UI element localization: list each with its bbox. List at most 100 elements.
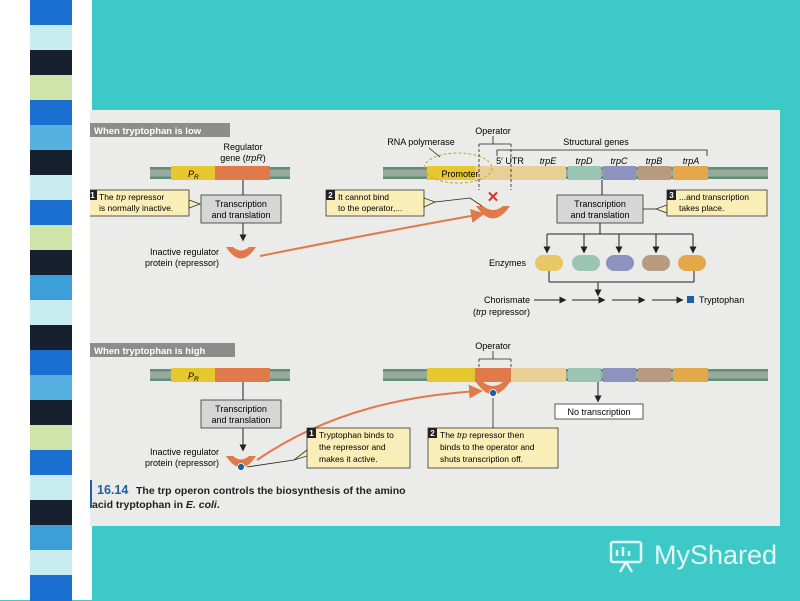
low-trpa-gene bbox=[673, 166, 708, 180]
high-pr-label: PR bbox=[188, 371, 199, 383]
utr-label: 5′ UTR bbox=[496, 156, 524, 166]
svg-text:Transcription: Transcription bbox=[215, 404, 267, 414]
low-inactive-line1: Inactive regulator bbox=[150, 247, 219, 257]
enzyme-trpc bbox=[606, 255, 634, 271]
svg-text:Transcription: Transcription bbox=[574, 199, 626, 209]
stripe-block bbox=[30, 175, 72, 201]
low-operator-label: Operator bbox=[475, 126, 511, 136]
presentation-board-icon bbox=[609, 540, 643, 573]
caption-line1: The trp operon controls the biosynthesis… bbox=[136, 485, 406, 497]
cannot-bind-x: ✕ bbox=[487, 189, 500, 206]
stripe-block bbox=[30, 500, 72, 526]
svg-text:2: 2 bbox=[328, 191, 333, 200]
stripe-block bbox=[30, 50, 72, 76]
low-repressor-at-operator bbox=[476, 206, 510, 219]
low-header-bar bbox=[90, 123, 230, 137]
high-repressor-tryptophan bbox=[489, 389, 497, 397]
stripe-block bbox=[30, 200, 72, 226]
enzyme-trpe bbox=[535, 255, 563, 271]
low-inactive-line2: protein (repressor) bbox=[145, 258, 219, 268]
svg-text:2: 2 bbox=[430, 429, 435, 438]
trp-operon-figure: When tryptophan is low PR Regulator gene… bbox=[90, 123, 768, 511]
high-regulator-dna bbox=[150, 368, 290, 382]
svg-text:3: 3 bbox=[669, 191, 674, 200]
low-operator-region bbox=[475, 166, 511, 180]
stripe-block bbox=[30, 300, 72, 326]
stripe-block bbox=[30, 25, 72, 51]
high-operon-dna bbox=[383, 368, 768, 382]
low-trpd-gene bbox=[568, 166, 601, 180]
enzyme-trpb bbox=[642, 255, 670, 271]
low-header: When tryptophan is low bbox=[94, 126, 202, 137]
caption-accent bbox=[90, 480, 92, 508]
decorative-stripe-column bbox=[0, 0, 92, 601]
svg-text:and translation: and translation bbox=[211, 415, 270, 425]
svg-text:Tryptophan binds to: Tryptophan binds to bbox=[319, 430, 394, 440]
svg-text:binds to the operator and: binds to the operator and bbox=[440, 442, 535, 452]
gene-label-trpa: trpA bbox=[683, 156, 700, 166]
low-regulator-gene-label: gene (trpR) bbox=[220, 153, 266, 163]
gene-label-trpe: trpE bbox=[540, 156, 558, 166]
stripe-block bbox=[30, 125, 72, 151]
stripe-block bbox=[30, 525, 72, 551]
stripe-block bbox=[30, 375, 72, 401]
low-regulator-dna bbox=[150, 166, 290, 180]
no-transcription-label: No transcription bbox=[567, 407, 630, 417]
high-header: When tryptophan is high bbox=[94, 346, 206, 357]
svg-text:takes place.: takes place. bbox=[679, 203, 724, 213]
high-operator-label: Operator bbox=[475, 341, 511, 351]
stripe-block bbox=[30, 100, 72, 126]
promoter-label: Promoter bbox=[441, 169, 478, 179]
low-pr-label: PR bbox=[188, 169, 199, 181]
low-step1-line1: The trp repressor bbox=[99, 192, 164, 202]
stripe-block bbox=[30, 325, 72, 351]
low-tt-line2: and translation bbox=[211, 210, 270, 220]
stripe-block bbox=[30, 475, 72, 501]
high-inactive-repressor bbox=[226, 456, 256, 468]
svg-text:Inactive regulator: Inactive regulator bbox=[150, 447, 219, 457]
chorismate-sub-label: (trp repressor) bbox=[473, 307, 530, 317]
caption-line2: acid tryptophan in E. coli. bbox=[92, 499, 220, 511]
low-regulator-label: Regulator bbox=[223, 142, 262, 152]
enzyme-trpd bbox=[572, 255, 600, 271]
high-repressor-arrow bbox=[256, 384, 483, 461]
stripe-block bbox=[30, 275, 72, 301]
rna-polymerase-label: RNA polymerase bbox=[387, 137, 455, 147]
chorismate-label: Chorismate bbox=[484, 295, 530, 305]
stripe-block bbox=[30, 450, 72, 476]
svg-text:and translation: and translation bbox=[570, 210, 629, 220]
stripe-block bbox=[30, 0, 72, 26]
high-step2-line1: The trp repressor then bbox=[440, 430, 524, 440]
stripe-block bbox=[30, 350, 72, 376]
svg-text:1: 1 bbox=[90, 191, 95, 200]
low-trpc-gene bbox=[603, 166, 636, 180]
high-bound-tryptophan bbox=[237, 463, 245, 471]
low-trpb-gene bbox=[638, 166, 671, 180]
high-step1-callout: 1 Tryptophan binds to the repressor and … bbox=[293, 427, 411, 469]
structural-genes-label: Structural genes bbox=[563, 137, 629, 147]
low-inactive-repressor bbox=[226, 247, 256, 259]
low-step1-callout: 1 The trp repressor is normally inactive… bbox=[90, 189, 202, 217]
svg-text:makes it active.: makes it active. bbox=[319, 454, 378, 464]
svg-text:the repressor and: the repressor and bbox=[319, 442, 386, 452]
gene-label-trpc: trpC bbox=[610, 156, 628, 166]
low-step1-line2: is normally inactive. bbox=[99, 203, 173, 213]
watermark-text: MyShared bbox=[654, 540, 778, 570]
enzymes-label: Enzymes bbox=[489, 258, 527, 268]
svg-text:1: 1 bbox=[309, 429, 314, 438]
caption-number: 16.14 bbox=[97, 483, 128, 497]
high-transcription-box bbox=[200, 399, 282, 429]
stripe-block bbox=[30, 225, 72, 251]
structural-genes-bracket bbox=[496, 149, 708, 156]
low-pr-region bbox=[171, 166, 215, 180]
tryptophan-label: Tryptophan bbox=[699, 295, 744, 305]
low-trpe-gene bbox=[511, 166, 566, 180]
stripe-block bbox=[30, 400, 72, 426]
tryptophan-marker bbox=[687, 296, 694, 303]
enzyme-trpa bbox=[678, 255, 706, 271]
svg-text:protein (repressor): protein (repressor) bbox=[145, 458, 219, 468]
low-tt-line1: Transcription bbox=[215, 199, 267, 209]
myshared-watermark: MyShared bbox=[608, 536, 788, 580]
high-step2-callout: 2 The trp repressor then binds to the op… bbox=[427, 427, 559, 469]
low-transcription-box bbox=[200, 194, 282, 224]
